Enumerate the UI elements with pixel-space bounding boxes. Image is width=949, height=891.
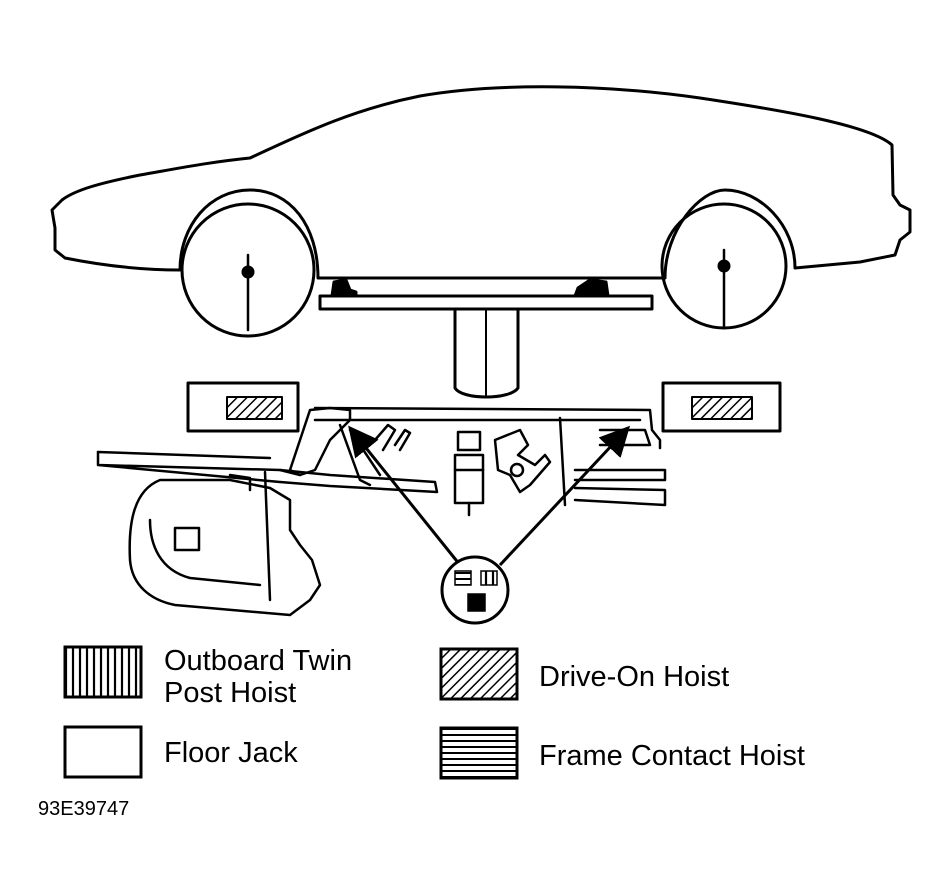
lift-bar [318, 294, 654, 311]
figure-id: 93E39747 [38, 798, 129, 820]
legend-swatch-empty [63, 725, 143, 779]
lift-column [453, 307, 520, 399]
legend-label-outboard-twin-line2: Post Hoist [164, 677, 296, 709]
lift-pad-rear [573, 278, 610, 298]
legend-item-outboard-twin-post: Outboard Twin Post Hoist [63, 645, 352, 709]
legend-swatch-vertical-lines [63, 645, 143, 699]
lift-point-callout-arrows [348, 425, 631, 567]
car-on-lift-illustration [50, 85, 912, 433]
legend-item-floor-jack: Floor Jack [63, 725, 298, 779]
legend-item-drive-on: Drive-On Hoist [439, 647, 729, 701]
drive-on-box-right [661, 381, 782, 433]
car-body-outline [50, 85, 912, 280]
legend: Outboard Twin Post Hoist Floor Jack Driv… [63, 645, 805, 780]
underbody-frame-illustration [96, 406, 667, 617]
callout-drive-on-swatch [467, 593, 486, 612]
front-wheel [180, 202, 316, 338]
legend-swatch-horizontal-lines [439, 726, 519, 780]
legend-label-outboard-twin-line1: Outboard Twin [164, 645, 352, 677]
drive-on-box-left [186, 381, 300, 433]
legend-swatch-diagonal-lines [439, 647, 519, 701]
lift-pad-front [330, 278, 358, 298]
legend-label-floor-jack: Floor Jack [164, 737, 298, 769]
drive-on-swatch-left [226, 396, 283, 420]
legend-item-frame-contact: Frame Contact Hoist [439, 726, 805, 780]
drive-on-swatch-right [691, 396, 753, 420]
callout-frame-contact-swatch [454, 570, 472, 586]
legend-label-drive-on: Drive-On Hoist [539, 661, 729, 693]
lift-point-callout [440, 555, 510, 625]
legend-label-frame-contact: Frame Contact Hoist [539, 740, 805, 772]
callout-twin-post-swatch [480, 570, 498, 586]
